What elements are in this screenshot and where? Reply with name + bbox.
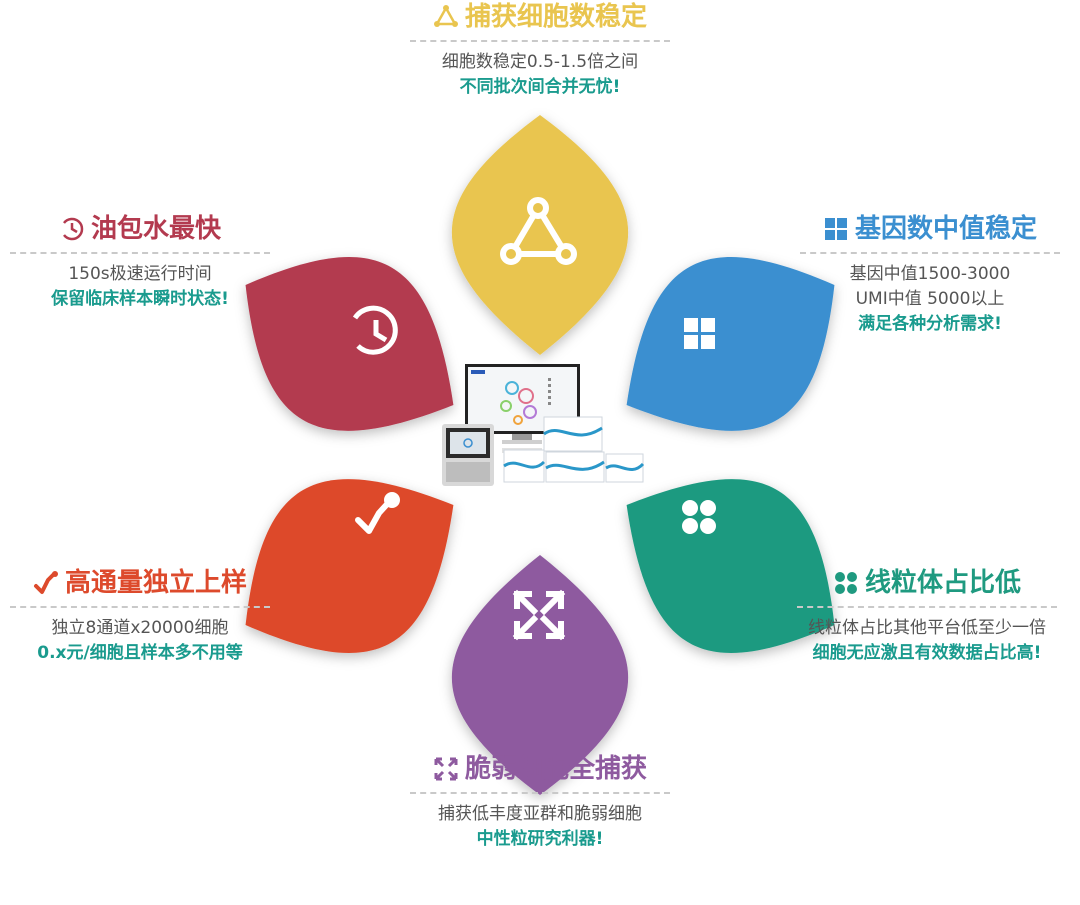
divider: [797, 606, 1057, 608]
petal-genes: [626, 257, 835, 431]
feature-capture: 捕获细胞数稳定 细胞数稳定0.5-1.5倍之间 不同批次间合并无忧!: [375, 0, 705, 100]
feature-title: 脆弱细胞全捕获: [464, 754, 647, 784]
feature-description: 150s极速运行时间: [68, 264, 212, 284]
feature-throughput: 高通量独立上样 独立8通道x20000细胞 0.x元/细胞且样本多不用等: [0, 566, 305, 666]
feature-title: 捕获细胞数稳定: [464, 2, 647, 32]
triangle-nodes-icon: [500, 197, 577, 265]
zigzag-line-icon: [33, 571, 58, 594]
feature-title: 油包水最快: [90, 214, 221, 244]
petal-fragile: [451, 555, 629, 795]
expand-arrows-icon: [512, 589, 566, 641]
divider: [410, 792, 670, 794]
feature-description: 捕获低丰度亚群和脆弱细胞: [438, 804, 642, 824]
feature-highlight: 保留临床样本瞬时状态!: [51, 289, 229, 309]
four-squares-icon: [824, 218, 847, 240]
divider: [410, 40, 670, 42]
feature-highlight: 满足各种分析需求!: [858, 314, 1002, 334]
feature-description-2: UMI中值 5000以上: [855, 289, 1005, 309]
four-dots-icon: [682, 500, 716, 534]
feature-highlight: 细胞无应激且有效数据占比高!: [812, 643, 1042, 663]
triangle-nodes-icon: [433, 5, 458, 27]
feature-speed: 油包水最快 150s极速运行时间 保留临床样本瞬时状态!: [0, 212, 305, 312]
feature-fragile: 脆弱细胞全捕获 捕获低丰度亚群和脆弱细胞 中性粒研究利器!: [375, 752, 705, 852]
feature-genes: 基因数中值稳定 基因中值1500-3000 UMI中值 5000以上 满足各种分…: [765, 212, 1080, 337]
petal-capture: [451, 115, 629, 355]
feature-highlight: 不同批次间合并无忧!: [459, 77, 621, 97]
divider: [800, 252, 1060, 254]
feature-description: 细胞数稳定0.5-1.5倍之间: [441, 52, 639, 72]
divider: [10, 252, 270, 254]
four-squares-icon: [684, 318, 715, 349]
feature-description: 基因中值1500-3000: [849, 264, 1011, 284]
feature-mito: 线粒体占比低 线粒体占比其他平台低至少一倍 细胞无应激且有效数据占比高!: [762, 566, 1080, 666]
clock-icon: [352, 305, 398, 355]
zigzag-line-icon: [355, 492, 400, 534]
petal-throughput: [245, 479, 454, 653]
feature-title: 基因数中值稳定: [854, 214, 1037, 244]
clock-icon: [62, 217, 84, 241]
divider: [10, 606, 270, 608]
expand-arrows-icon: [434, 757, 458, 781]
feature-title: 线粒体占比低: [864, 568, 1021, 598]
feature-highlight: 中性粒研究利器!: [476, 829, 604, 849]
petal-speed: [245, 257, 454, 431]
feature-description: 线粒体占比其他平台低至少一倍: [808, 618, 1046, 638]
feature-title: 高通量独立上样: [64, 568, 247, 598]
four-dots-icon: [834, 572, 857, 594]
feature-highlight: 0.x元/细胞且样本多不用等: [37, 643, 243, 663]
petal-mito: [626, 479, 835, 653]
product-illustration: [442, 364, 645, 486]
feature-description: 独立8通道x20000细胞: [51, 618, 229, 638]
